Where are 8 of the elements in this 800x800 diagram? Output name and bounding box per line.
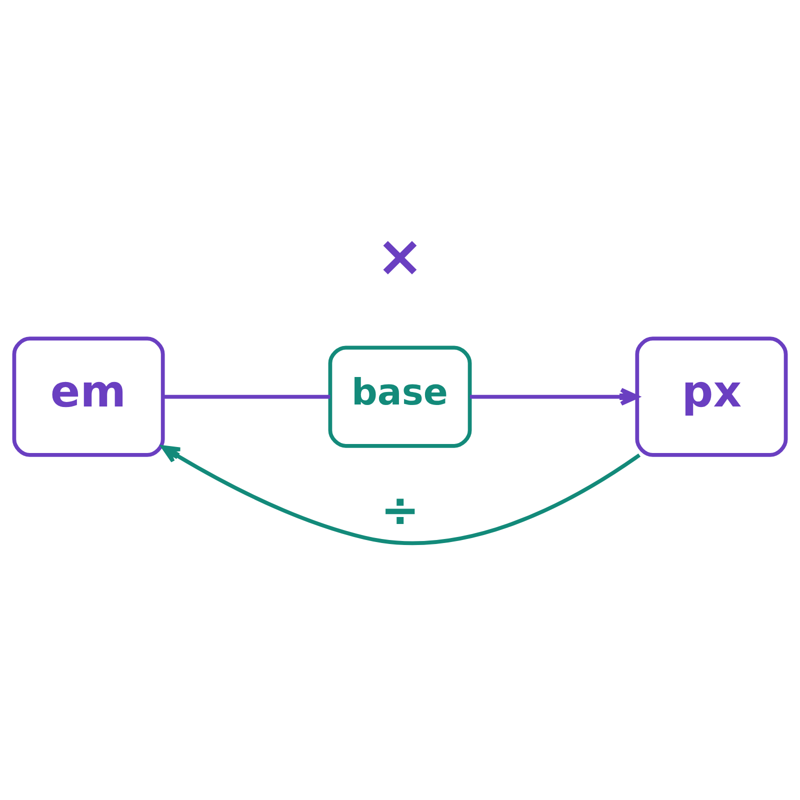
arrow [470,388,639,406]
edge-label: ÷ [380,482,420,537]
node-box: base [328,346,472,448]
label: × [376,224,424,290]
connector [163,394,330,399]
node-box: em [12,336,165,457]
arrow [161,445,641,545]
node-box: px [635,336,788,457]
